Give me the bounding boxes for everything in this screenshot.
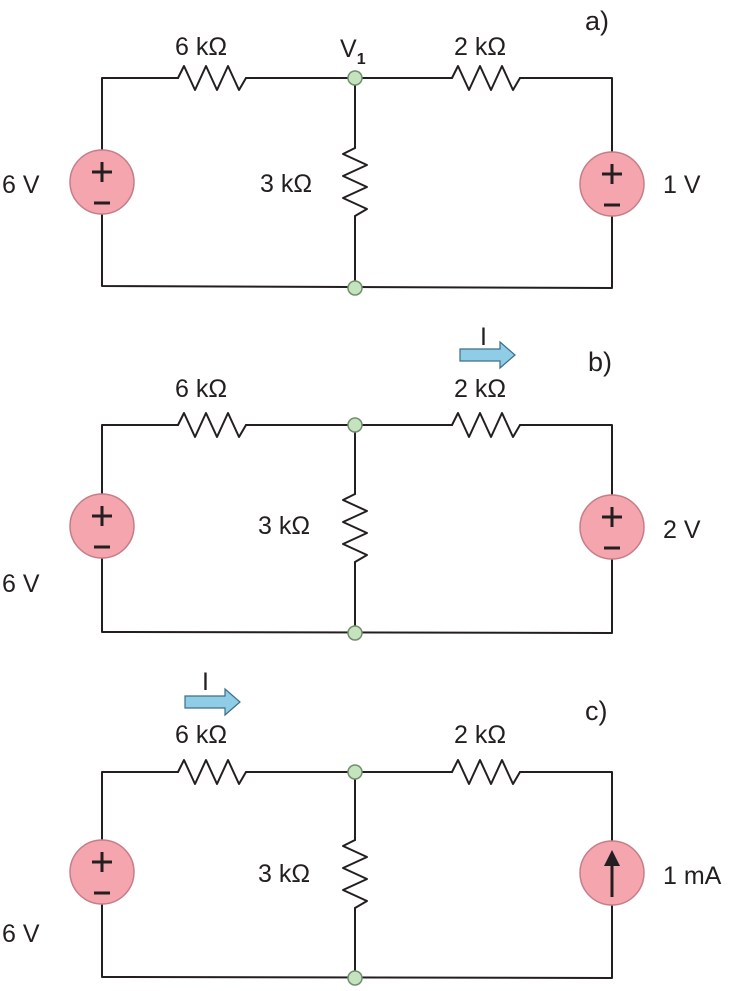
circuit-b: b) I 6 kΩ 2 kΩ 3 kΩ 6 V [2, 323, 701, 641]
resistor-2k [451, 412, 521, 438]
wire-bottom [101, 870, 613, 979]
current-label-b: I [480, 323, 487, 351]
node-bottom [347, 970, 363, 986]
wire-top-right [519, 771, 613, 874]
current-source-right [579, 840, 645, 906]
node-bottom [347, 625, 363, 641]
voltage-source-right [579, 151, 645, 217]
wire-top-left [101, 77, 179, 181]
node-top [347, 764, 363, 780]
voltage-source-left-label: 6 V [2, 570, 40, 598]
voltage-source-left-label: 6 V [2, 171, 40, 199]
resistor-3k-label: 3 kΩ [258, 512, 310, 540]
voltage-source-right [579, 494, 645, 560]
resistor-2k-label: 2 kΩ [454, 375, 506, 403]
resistor-3k-label: 3 kΩ [258, 860, 310, 888]
resistor-2k-label: 2 kΩ [454, 721, 506, 749]
current-label-c: I [202, 668, 209, 696]
circuit-c: c) I 6 kΩ 2 kΩ 3 kΩ 6 V [2, 668, 722, 986]
wire-top-left [101, 424, 179, 525]
resistor-2k-label: 2 kΩ [454, 33, 506, 61]
node-top [347, 417, 363, 433]
panel-label-a: a) [585, 6, 609, 36]
wire-bottom [101, 523, 613, 634]
voltage-source-left [69, 493, 135, 559]
resistor-6k [177, 412, 247, 438]
node-top [347, 70, 363, 86]
resistor-2k [451, 759, 521, 785]
resistor-3k-label: 3 kΩ [260, 170, 312, 198]
voltage-source-right-label: 1 V [663, 171, 701, 199]
resistor-6k [177, 65, 247, 91]
panel-label-b: b) [588, 347, 612, 377]
node-v1-subscript: 1 [357, 51, 366, 68]
panel-label-c: c) [585, 696, 608, 726]
resistor-2k [451, 65, 521, 91]
resistor-6k [177, 759, 247, 785]
voltage-source-right-label: 2 V [663, 516, 701, 544]
current-arrow-b [459, 340, 516, 370]
voltage-source-left [69, 149, 135, 215]
resistor-6k-label: 6 kΩ [175, 375, 227, 403]
current-arrow-c [184, 687, 241, 717]
node-bottom [347, 280, 363, 296]
circuit-a: a) 6 kΩ 2 kΩ 3 kΩ V1 6 V [2, 6, 701, 296]
wire-top-right [519, 77, 613, 185]
voltage-source-left-label: 6 V [2, 920, 40, 948]
resistor-6k-label: 6 kΩ [175, 33, 227, 61]
resistor-3k [342, 493, 368, 563]
current-source-right-label: 1 mA [663, 862, 722, 890]
wire-bottom [101, 179, 613, 289]
voltage-source-left [69, 839, 135, 905]
resistor-3k [342, 147, 368, 217]
node-v1-label: V1 [340, 35, 366, 68]
resistor-6k-label: 6 kΩ [175, 721, 227, 749]
wire-top-right [519, 424, 613, 528]
wire-top-left [101, 771, 179, 872]
resistor-3k [342, 839, 368, 909]
up-arrow-head-icon [604, 850, 620, 866]
